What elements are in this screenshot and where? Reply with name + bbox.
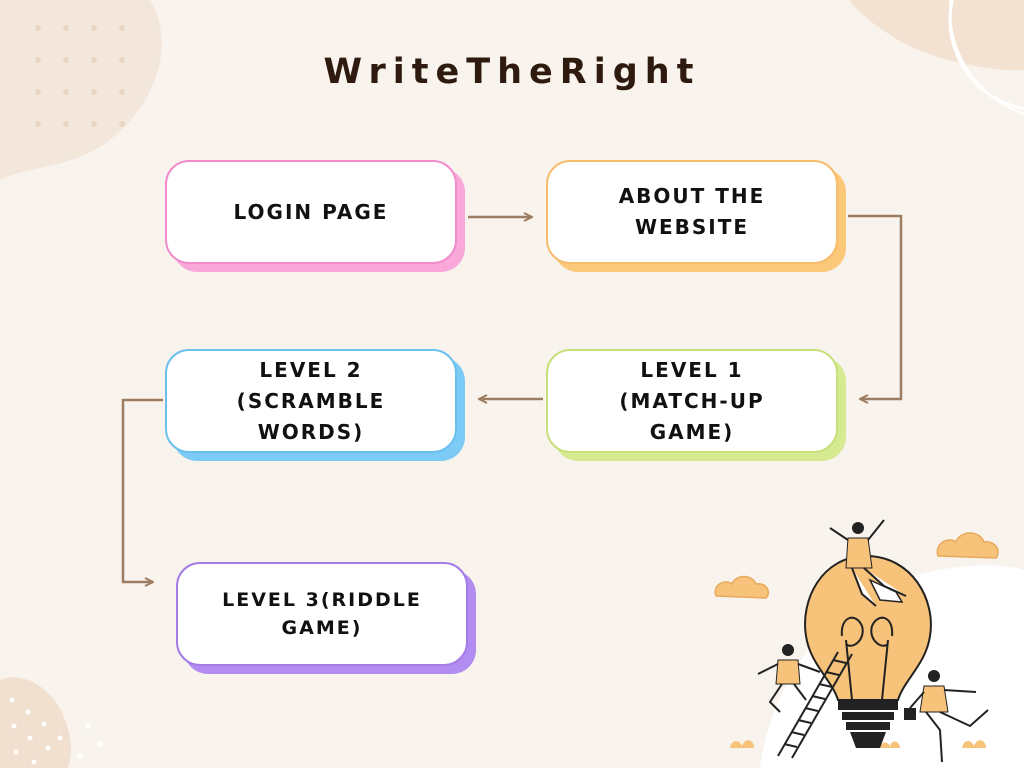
node-login-page[interactable]: LOGIN PAGE <box>165 160 465 272</box>
grass-icon <box>730 740 986 748</box>
arrow-level2-to-level3 <box>121 398 163 582</box>
node-label-login: LOGIN PAGE <box>233 199 389 224</box>
ladder-icon <box>777 651 853 759</box>
node-about-website[interactable]: ABOUT THE WEBSITE <box>546 160 846 272</box>
node-box: LEVEL 2 (SCRAMBLE WORDS) <box>165 349 457 453</box>
cloud-icon <box>936 532 999 559</box>
node-level-1[interactable]: LEVEL 1 (MATCH-UP GAME) <box>546 349 846 461</box>
page-title: WriteTheRight <box>323 52 701 92</box>
person-watering-icon <box>904 670 989 763</box>
node-box: LEVEL 1 (MATCH-UP GAME) <box>546 349 838 453</box>
bottom-left-dots <box>9 697 103 765</box>
person-on-top-icon <box>829 519 907 607</box>
node-level-3[interactable]: LEVEL 3(RIDDLE GAME) <box>176 562 476 674</box>
top-right-blob <box>850 0 1024 71</box>
node-box: LEVEL 3(RIDDLE GAME) <box>176 562 468 666</box>
arrow-about-to-level1 <box>848 214 903 399</box>
node-label-level1: LEVEL 1 (MATCH-UP GAME) <box>619 357 765 444</box>
dot-grid <box>35 25 125 127</box>
node-box: LOGIN PAGE <box>165 160 457 264</box>
top-right-arc-outer <box>949 0 1024 115</box>
top-left-blob <box>0 0 162 180</box>
node-box: ABOUT THE WEBSITE <box>546 160 838 264</box>
person-climbing-icon <box>757 644 821 713</box>
cloud-icon <box>714 575 770 599</box>
node-level-2[interactable]: LEVEL 2 (SCRAMBLE WORDS) <box>165 349 465 461</box>
node-label-level3: LEVEL 3(RIDDLE GAME) <box>222 589 422 639</box>
bottom-left-blob <box>0 677 72 768</box>
node-label-about: ABOUT THE WEBSITE <box>618 184 766 239</box>
node-label-level2: LEVEL 2 (SCRAMBLE WORDS) <box>236 357 386 444</box>
